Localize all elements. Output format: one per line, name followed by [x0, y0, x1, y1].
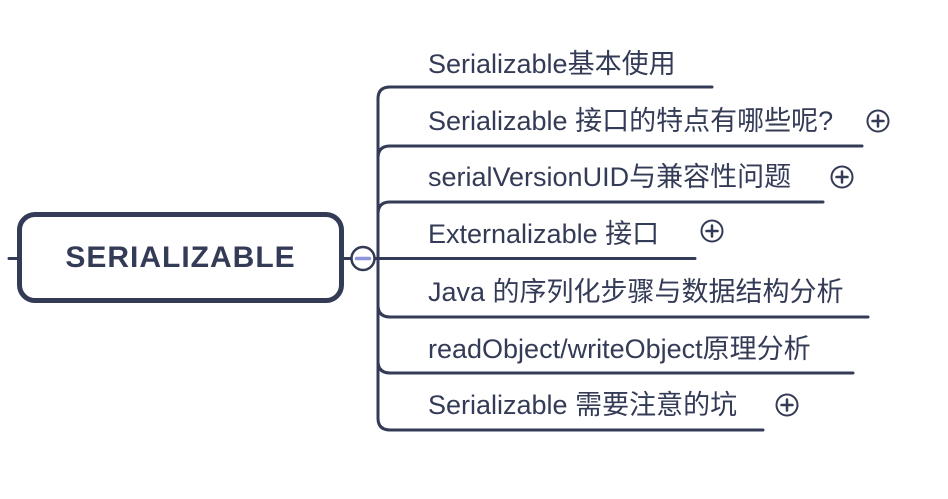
branch-topic-1[interactable]: Serializable基本使用: [428, 49, 676, 79]
branch-topic-5[interactable]: Java 的序列化步骤与数据结构分析: [428, 277, 844, 307]
branch-connector-7: [376, 257, 765, 432]
collapse-button[interactable]: [350, 245, 376, 272]
branch-connector-3: [376, 200, 825, 216]
branch-topic-2[interactable]: Serializable 接口的特点有哪些呢?: [428, 106, 834, 136]
expand-button-branch-2[interactable]: [866, 109, 890, 133]
plus-icon: [835, 170, 849, 184]
branch-topic-6[interactable]: readObject/writeObject原理分析: [428, 334, 811, 364]
branch-topic-4[interactable]: Externalizable 接口: [428, 219, 660, 249]
expand-button-branch-4[interactable]: [700, 219, 724, 243]
branch-connector-2: [376, 144, 864, 160]
central-topic-label: SERIALIZABLE: [65, 240, 296, 274]
plus-icon: [871, 114, 885, 128]
branch-connector-1: [376, 85, 714, 260]
plus-icon: [705, 224, 719, 238]
expand-button-branch-7[interactable]: [775, 393, 799, 417]
expand-button-branch-3[interactable]: [830, 165, 854, 189]
plus-icon: [780, 398, 794, 412]
central-topic[interactable]: SERIALIZABLE: [17, 212, 344, 303]
branch-topic-3[interactable]: serialVersionUID与兼容性问题: [428, 162, 792, 192]
branch-topic-7[interactable]: Serializable 需要注意的坑: [428, 390, 738, 420]
